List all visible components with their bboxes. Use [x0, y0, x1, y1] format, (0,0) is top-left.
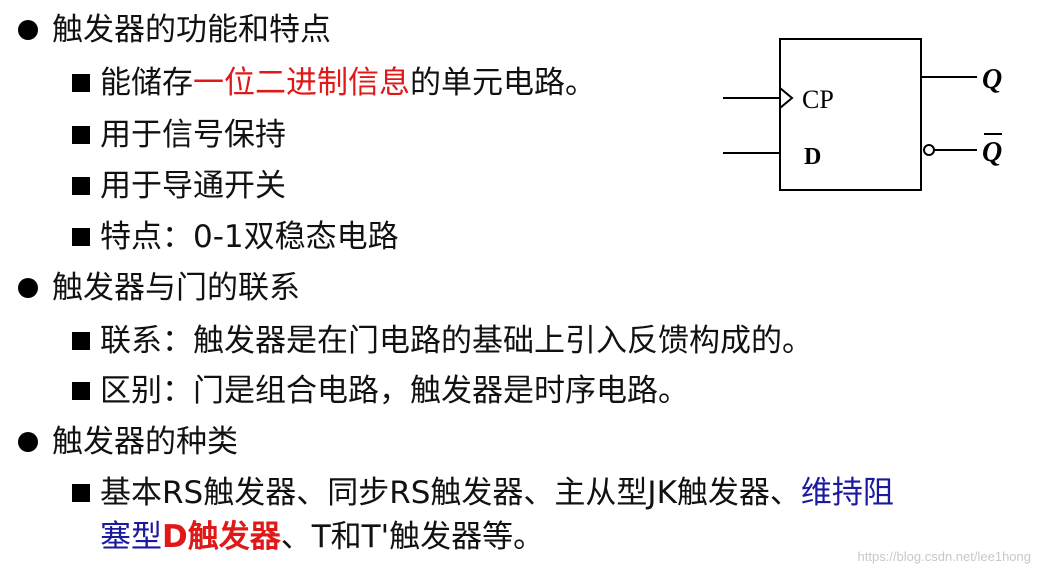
section-heading-types: 触发器的种类 — [18, 422, 238, 462]
circle-bullet-icon — [18, 19, 38, 40]
list-item: 用于导通开关 — [72, 166, 286, 206]
d-flip-flop-diagram: CP D Q Q — [723, 38, 1002, 191]
section-heading-relation: 触发器与门的联系 — [18, 268, 300, 308]
square-bullet-icon — [72, 176, 90, 195]
square-bullet-icon — [72, 381, 90, 400]
square-bullet-icon — [72, 331, 90, 350]
qbar-label: Q — [982, 137, 1002, 168]
list-item: 特点：0-1双稳态电路 — [72, 217, 399, 257]
square-bullet-icon — [72, 227, 90, 246]
square-bullet-icon — [72, 73, 90, 92]
clock-edge-icon — [779, 87, 794, 109]
section-heading-functions: 触发器的功能和特点 — [18, 10, 331, 50]
list-item: 基本RS触发器、同步RS触发器、主从型JK触发器、维持阻 — [72, 473, 894, 513]
highlight-text: 一位二进制信息 — [193, 65, 410, 101]
circle-bullet-icon — [18, 431, 38, 452]
flip-flop-box — [779, 38, 922, 191]
list-item-continuation: 塞型D触发器、T和T'触发器等。 — [100, 519, 545, 555]
watermark: https://blog.csdn.net/lee1hong — [857, 549, 1031, 564]
list-item: 用于信号保持 — [72, 115, 286, 155]
list-item: 区别：门是组合电路，触发器是时序电路。 — [72, 371, 689, 411]
list-item: 能储存一位二进制信息的单元电路。 — [72, 63, 596, 103]
d-label: D — [804, 144, 821, 170]
inversion-bubble-icon — [923, 144, 935, 156]
square-bullet-icon — [72, 125, 90, 144]
circle-bullet-icon — [18, 277, 38, 298]
list-item: 联系：触发器是在门电路的基础上引入反馈构成的。 — [72, 321, 813, 361]
square-bullet-icon — [72, 483, 90, 502]
q-label: Q — [982, 64, 1002, 95]
cp-label: CP — [802, 85, 834, 114]
